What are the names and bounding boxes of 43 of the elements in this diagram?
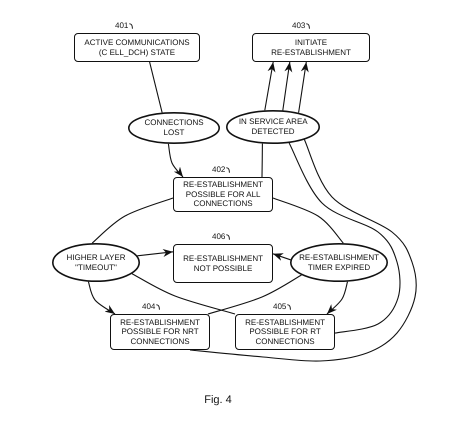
transition-arrow (88, 282, 116, 314)
transition-arrow (264, 62, 276, 110)
transition-arrow (272, 253, 291, 261)
event-label: RE-ESTABLISHMENT TIMER EXPIRED (298, 252, 380, 272)
connector-line (132, 273, 236, 315)
state-box (74, 33, 200, 62)
state-label: INITIATE RE-ESTABLISHMENT (270, 38, 352, 58)
event-ellipse (226, 110, 320, 144)
transition-arrow (326, 282, 348, 314)
reference-numeral: 406 (212, 232, 226, 241)
event-label: IN SERVICE AREA DETECTED (238, 117, 308, 137)
transition-arrow (298, 62, 309, 113)
state-label: ACTIVE COMMUNICATIONS (C ELL_DCH) STATE (83, 38, 191, 58)
connector-line (288, 142, 401, 334)
state-label: RE-ESTABLISHMENT NOT POSSIBLE (182, 254, 264, 274)
transition-arrow (137, 249, 174, 257)
connector-line (208, 274, 302, 315)
state-box (235, 314, 335, 350)
state-label: RE-ESTABLISHMENT POSSIBLE FOR RT CONNECTIONS (244, 318, 326, 346)
connector-line (272, 197, 344, 244)
reference-numeral: 403 (292, 21, 306, 30)
event-label: CONNECTIONS LOST (143, 118, 205, 138)
transition-arrow (282, 62, 292, 110)
connector-line (149, 62, 163, 113)
state-box (173, 244, 273, 283)
connector-line (190, 139, 417, 362)
reference-numeral: 401 (115, 21, 128, 30)
connector-line (261, 144, 263, 177)
reference-numeral: 404 (142, 302, 156, 311)
state-label: RE-ESTABLISHMENT POSSIBLE FOR NRT CONNECTIONS (119, 318, 201, 346)
event-label: HIGHER LAYER "TIMEOUT" (66, 252, 126, 272)
connector-line (92, 197, 174, 244)
state-box (173, 177, 273, 212)
transition-arrow (168, 144, 184, 178)
event-ellipse (52, 243, 140, 282)
event-ellipse (290, 243, 388, 282)
reference-numeral: 405 (273, 302, 286, 311)
state-box (252, 33, 370, 62)
figure-caption: Fig. 4 (204, 394, 232, 406)
reference-numeral: 402 (212, 165, 226, 174)
state-label: RE-ESTABLISHMENT POSSIBLE FOR ALL CONNECTIONS (182, 180, 264, 209)
state-box (110, 314, 210, 350)
event-ellipse (128, 112, 220, 144)
